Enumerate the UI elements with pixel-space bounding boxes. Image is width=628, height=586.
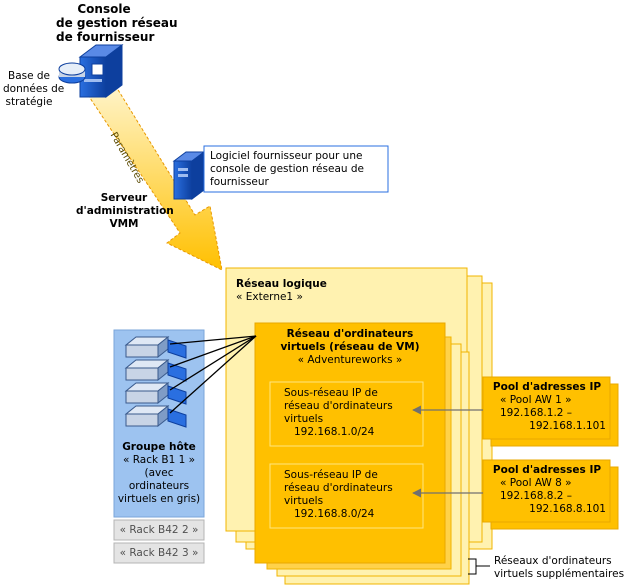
parameters-arrow <box>87 79 223 271</box>
vmm-server-label: Serveur d'administration VMM <box>76 192 174 230</box>
additional-networks-brace <box>468 558 490 575</box>
host-group-label: Groupe hôte « Rack B1 1 » (avec ordinate… <box>117 441 201 505</box>
console-server-icon <box>78 44 124 98</box>
database-icon <box>58 62 86 84</box>
host-vm-links <box>169 335 257 414</box>
ip-pool-2-box <box>482 459 611 523</box>
vmm-server-icon <box>172 151 206 200</box>
console-title: Console de gestion réseau de fournisseur <box>56 2 178 44</box>
ip-pool-1-box <box>482 376 611 440</box>
ip-pool-1-label: Pool d'adresses IP « Pool AW 1 » 192.168… <box>492 381 606 432</box>
ip-pool-2-label: Pool d'adresses IP « Pool AW 8 » 192.168… <box>492 464 606 515</box>
rack-3-box <box>113 542 205 564</box>
rack-3-label: « Rack B42 3 » <box>119 547 199 559</box>
subnet-1-label: Sous-réseau IP de réseau d'ordinateurs v… <box>284 387 393 438</box>
policy-db-label: Base de données de stratégie <box>3 70 65 108</box>
provider-software-callout <box>203 145 389 193</box>
vm-network-label: Réseau d'ordinateurs virtuels (réseau de… <box>280 328 420 366</box>
subnet-box-1 <box>269 381 424 447</box>
subnet-box-2 <box>269 463 424 529</box>
provider-software-text: Logiciel fournisseur pour une console de… <box>210 150 364 188</box>
logical-network-label: Réseau logique « Externe1 » <box>236 278 327 303</box>
rack-2-label: « Rack B42 2 » <box>119 524 199 536</box>
subnet-2-label: Sous-réseau IP de réseau d'ordinateurs v… <box>284 469 393 520</box>
host-servers <box>124 335 187 428</box>
rack-2-box <box>113 519 205 541</box>
additional-networks-label: Réseaux d'ordinateurs virtuels supplémen… <box>494 555 625 580</box>
